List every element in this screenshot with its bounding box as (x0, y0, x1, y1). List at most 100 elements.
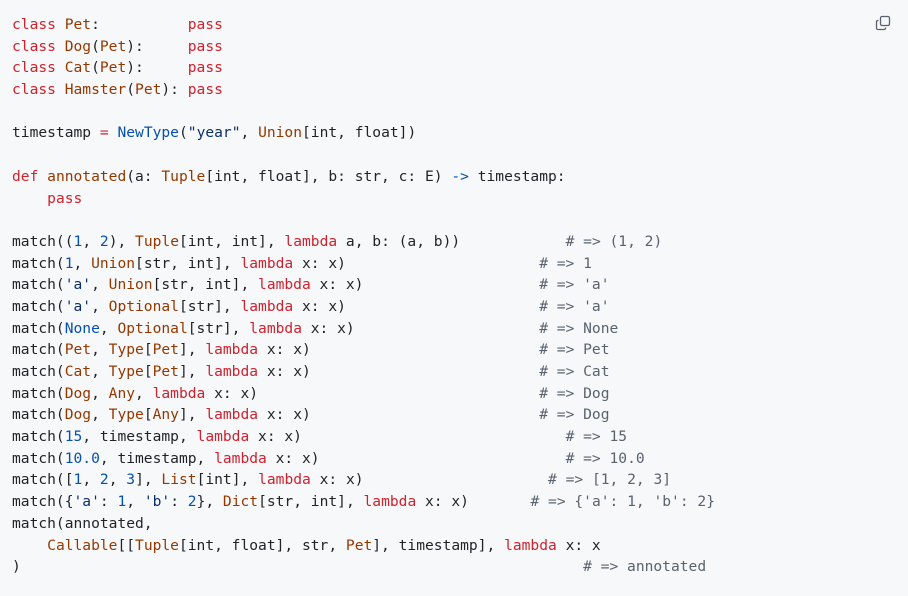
code-token: x: x (556, 536, 601, 554)
code-token: Type (108, 341, 144, 359)
code-token: Tuple (161, 167, 206, 185)
code-token: x: x) (249, 428, 566, 446)
code-token: Type (108, 406, 144, 424)
code-token: (a: (126, 167, 162, 185)
copy-button[interactable] (870, 10, 896, 36)
code-line (12, 101, 715, 123)
code-token: Type (108, 363, 144, 380)
code-token: ), (108, 232, 136, 250)
code-token: , (82, 232, 100, 250)
code-line: def annotated(a: Tuple[int, float], b: s… (12, 166, 715, 188)
code-token: NewType (117, 124, 179, 142)
code-token: match({ (12, 493, 74, 511)
code-token: # => 1 (539, 254, 592, 272)
code-token: : (170, 493, 188, 511)
code-token: x: x) (293, 297, 540, 315)
code-line: match([1, 2, 3], List[int], lambda x: x)… (12, 469, 715, 491)
code-token: match( (12, 406, 65, 424)
code-token: # => Dog (539, 406, 610, 424)
code-token: "year" (187, 124, 241, 142)
code-token: Tuple (135, 232, 179, 250)
code-line (12, 144, 715, 166)
code-token: x: x) (258, 341, 540, 359)
code-line: match(Pet, Type[Pet], lambda x: x) # => … (12, 339, 715, 361)
code-token: ], timestamp], (372, 536, 505, 554)
code-token: , (91, 384, 109, 402)
code-token: x: x) (416, 493, 531, 511)
code-token: [str, int], (135, 254, 241, 272)
code-token: def (12, 167, 48, 185)
code-token: x: x) (293, 254, 540, 272)
code-token: x: x) (205, 384, 540, 402)
code-token: [int, float]) (302, 124, 417, 142)
code-token: , (73, 254, 92, 272)
code-token: Optional (108, 297, 179, 315)
code-token: match( (12, 297, 65, 315)
code-token: 'b' (143, 493, 171, 511)
code-token: : (99, 493, 118, 511)
code-token: [int, int], (178, 232, 285, 250)
code-token: Pet (152, 341, 179, 359)
code-token: Pet (64, 16, 92, 33)
code-token: ( (91, 59, 100, 77)
code-token: Cat (64, 59, 92, 77)
code-token: # => [1, 2, 3] (548, 471, 672, 489)
code-token: x: x) (310, 471, 549, 489)
code-token: x: x) (301, 319, 540, 337)
code-token: , (108, 471, 127, 489)
code-token: , (126, 493, 144, 511)
code-token: Pet (135, 81, 162, 99)
code-token: Cat (64, 363, 92, 380)
code-token: match( (12, 276, 65, 294)
code-token: Dog (64, 384, 92, 402)
code-token: 2 (99, 232, 109, 250)
code-token: 1 (64, 254, 74, 272)
code-token: Optional (117, 319, 188, 337)
code-token: Dog (64, 406, 92, 424)
code-token: 2 (187, 493, 197, 511)
code-token: 3 (126, 471, 136, 489)
code-token: , (91, 297, 109, 315)
code-token: ): (126, 59, 188, 77)
code-token: x: x) (258, 406, 540, 424)
code-token: ], (178, 406, 206, 424)
code-token (12, 190, 47, 207)
code-token: x: x) (266, 449, 566, 467)
code-token: 'a' (64, 297, 92, 315)
code-token: , (82, 471, 100, 489)
code-token: , (91, 341, 109, 359)
code-token: lambda (240, 297, 294, 315)
code-token: pass (47, 189, 83, 207)
code-token: match( (12, 449, 65, 467)
code-token: List (161, 471, 197, 489)
code-token: }, (196, 493, 223, 511)
code-token: ): (161, 81, 188, 99)
code-token: # => 'a' (539, 276, 610, 294)
code-token: , (99, 319, 118, 337)
code-token: lambda (363, 493, 417, 511)
code-token: 1 (73, 232, 83, 250)
code-token: ( (178, 124, 188, 142)
code-token: class (12, 59, 65, 77)
code-token: ], (135, 471, 162, 489)
code-line: match('a', Union[str, int], lambda x: x)… (12, 274, 715, 296)
code-token: lambda (504, 536, 557, 554)
code-token: ( (126, 81, 136, 99)
code-line: match(1, Union[str, int], lambda x: x) #… (12, 253, 715, 275)
code-token: Any (152, 406, 179, 424)
code-token: match( (12, 363, 65, 380)
code-token: # => 'a' (539, 297, 610, 315)
code-token: pass (187, 37, 223, 55)
code-token: 1 (73, 471, 83, 489)
code-token: x: x) (310, 276, 540, 294)
code-token: Tuple (135, 536, 179, 554)
code-token: Pet (152, 363, 179, 380)
code-line: match(Dog, Any, lambda x: x) # => Dog (12, 383, 715, 405)
code-token: 'a' (73, 493, 100, 511)
code-token: # => 15 (565, 428, 628, 446)
code-line: timestamp = NewType("year", Union[int, f… (12, 122, 715, 144)
code-line: match('a', Optional[str], lambda x: x) #… (12, 296, 715, 318)
code-line: match((1, 2), Tuple[int, int], lambda a,… (12, 231, 715, 253)
code-token: lambda (214, 449, 267, 467)
code-token: , (135, 384, 153, 402)
